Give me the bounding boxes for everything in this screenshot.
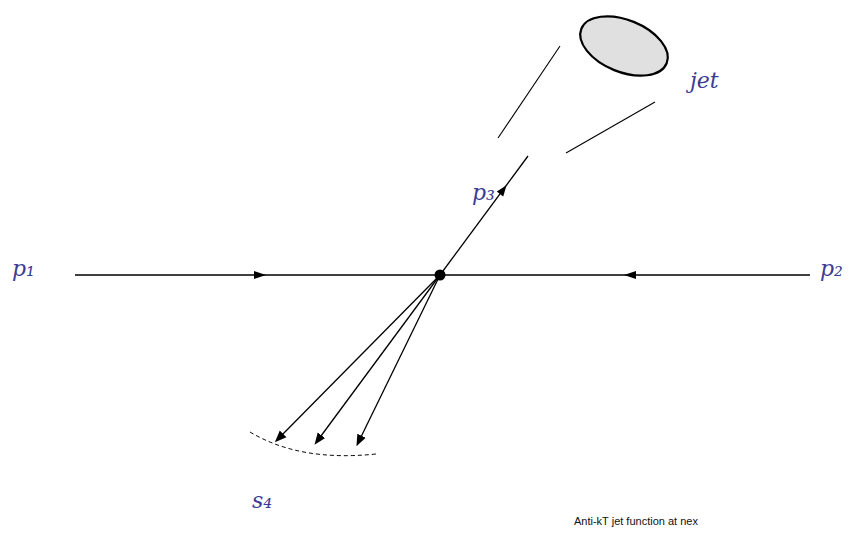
recoil-line xyxy=(279,275,440,438)
momentum-label: p₂ xyxy=(820,258,843,280)
recoil-line xyxy=(318,275,440,440)
jet-label: jet xyxy=(690,70,719,92)
momentum-label: p₁ xyxy=(12,258,35,280)
cone-edge xyxy=(498,46,560,138)
arrow-head xyxy=(254,271,266,279)
arrow-head xyxy=(497,183,510,197)
momentum-label: s₄ xyxy=(252,490,272,512)
jet-line xyxy=(440,156,528,275)
momentum-label: p₃ xyxy=(472,182,495,204)
phase-space-arc xyxy=(250,432,376,456)
vertex-dot xyxy=(435,270,446,281)
jet-cone xyxy=(572,5,677,88)
arrow-head xyxy=(624,271,636,279)
recoil-line xyxy=(359,275,440,441)
cone-edge xyxy=(566,102,655,153)
header-note: Anti-kT jet function at nex xyxy=(574,516,698,527)
